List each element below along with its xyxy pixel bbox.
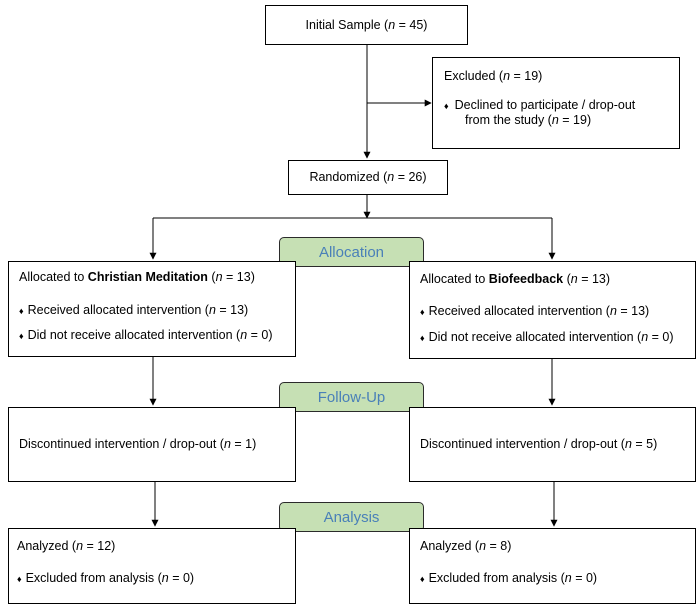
initial-sample-text: Initial Sample (n = 45) <box>305 17 428 32</box>
left-discontinued: Discontinued intervention / drop-out (n … <box>19 437 257 451</box>
right-not-received: ♦Did not receive allocated intervention … <box>420 330 674 344</box>
initial-sample-box: Initial Sample (n = 45) <box>265 5 468 45</box>
excluded-reason: ♦Declined to participate / drop-out <box>444 98 636 112</box>
excluded-box: Excluded (n = 19) ♦Declined to participa… <box>432 57 680 149</box>
right-discontinued: Discontinued intervention / drop-out (n … <box>420 437 658 451</box>
left-received: ♦Received allocated intervention (n = 13… <box>19 303 249 317</box>
right-analyzed: Analyzed (n = 8) <box>420 539 512 553</box>
excluded-reason-cont: from the study (n = 19) <box>465 113 592 127</box>
left-analysis-box: Analyzed (n = 12) ♦Excluded from analysi… <box>8 528 296 604</box>
bullet-icon: ♦ <box>420 333 425 343</box>
right-allocation-box: Allocated to Biofeedback (n = 13) ♦Recei… <box>409 261 696 359</box>
stage-analysis: Analysis <box>279 502 424 532</box>
randomized-text: Randomized (n = 26) <box>309 170 427 184</box>
left-allocated-to: Allocated to Christian Meditation (n = 1… <box>19 270 255 284</box>
right-received: ♦Received allocated intervention (n = 13… <box>420 304 650 318</box>
bullet-icon: ♦ <box>420 307 425 317</box>
right-excluded-analysis: ♦Excluded from analysis (n = 0) <box>420 571 598 585</box>
stage-follow-up: Follow-Up <box>279 382 424 412</box>
right-allocated-to: Allocated to Biofeedback (n = 13) <box>420 272 611 286</box>
randomized-box: Randomized (n = 26) <box>288 160 448 195</box>
excluded-title: Excluded (n = 19) <box>444 69 543 83</box>
left-analyzed: Analyzed (n = 12) <box>17 539 116 553</box>
bullet-icon: ♦ <box>420 574 425 584</box>
left-followup-box: Discontinued intervention / drop-out (n … <box>8 407 296 482</box>
left-allocation-box: Allocated to Christian Meditation (n = 1… <box>8 261 296 357</box>
right-analysis-box: Analyzed (n = 8) ♦Excluded from analysis… <box>409 528 696 604</box>
right-followup-box: Discontinued intervention / drop-out (n … <box>409 407 696 482</box>
stage-allocation: Allocation <box>279 237 424 267</box>
bullet-icon: ♦ <box>17 574 22 584</box>
bullet-icon: ♦ <box>19 331 24 341</box>
left-excluded-analysis: ♦Excluded from analysis (n = 0) <box>17 571 195 585</box>
bullet-icon: ♦ <box>444 101 449 111</box>
left-not-received: ♦Did not receive allocated intervention … <box>19 328 273 342</box>
bullet-icon: ♦ <box>19 306 24 316</box>
